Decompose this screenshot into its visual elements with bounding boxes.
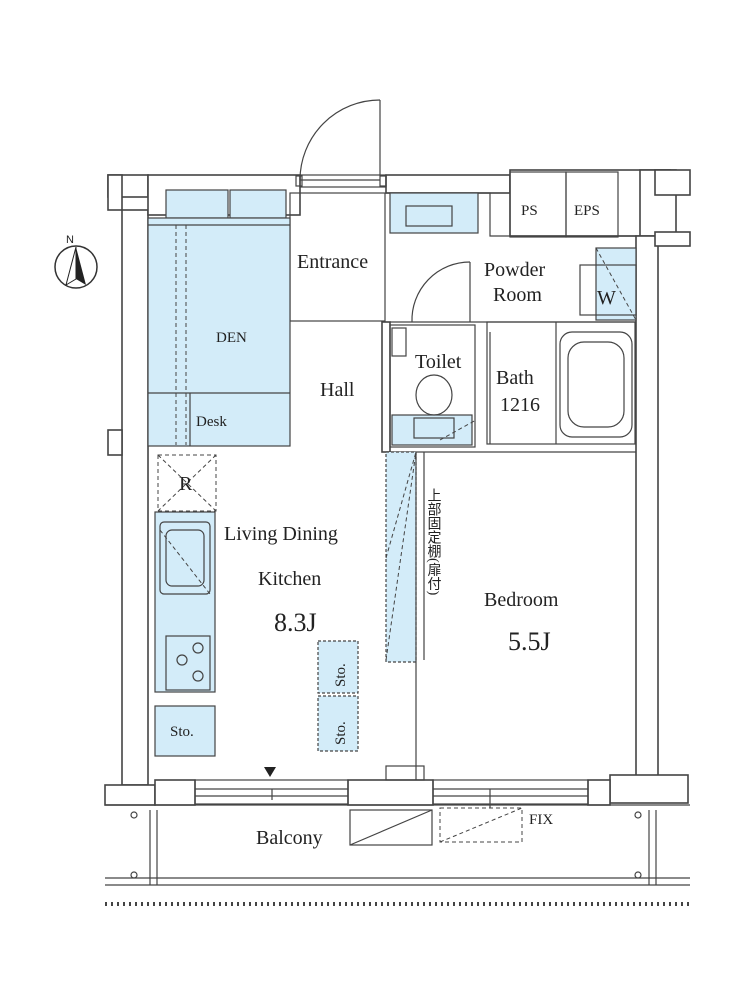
kitchen-counter <box>154 454 217 757</box>
bath-label: Bath <box>496 367 534 389</box>
balcony-label: Balcony <box>256 827 323 849</box>
hall-label: Hall <box>320 379 355 401</box>
den-area <box>147 189 291 447</box>
compass-north-label: N <box>66 234 74 246</box>
hall-partition <box>381 321 391 453</box>
ldk-label-2: Kitchen <box>258 568 321 590</box>
powder-room-door <box>411 261 471 323</box>
eps-label: EPS <box>574 203 600 219</box>
powder-room-label-1: Powder <box>484 259 545 281</box>
center-storage <box>317 640 359 752</box>
ldk-size-label: 8.3J <box>274 608 317 637</box>
washer-space <box>579 247 637 321</box>
ps-label: PS <box>521 203 538 219</box>
fix-label: FIX <box>529 812 553 828</box>
shoe-cabinet <box>389 192 479 234</box>
bedroom-size-label: 5.5J <box>508 627 551 656</box>
entry-marker-icon <box>264 767 276 777</box>
desk-label: Desk <box>196 414 227 430</box>
bedroom-closet <box>385 451 425 781</box>
powder-room-label-2: Room <box>493 284 542 306</box>
entrance-label: Entrance <box>297 251 368 273</box>
washer-label: W <box>597 287 616 309</box>
balcony <box>105 804 690 886</box>
toilet-room <box>389 324 477 448</box>
storage-label-vertical-2: Sto. <box>333 721 349 745</box>
compass-icon <box>54 245 98 289</box>
den-label: DEN <box>216 330 247 346</box>
toilet-label: Toilet <box>415 351 462 373</box>
storage-label-vertical-1: Sto. <box>333 663 349 687</box>
refrigerator-label: R <box>179 473 193 495</box>
bedroom-label: Bedroom <box>484 589 559 611</box>
balcony-windows <box>194 767 589 808</box>
bath-room <box>486 321 636 445</box>
bath-size-label: 1216 <box>500 394 540 416</box>
entrance-door <box>295 99 387 188</box>
upper-shelf-note: 上部固定棚(扉付) <box>426 488 442 596</box>
kitchen-storage-label: Sto. <box>170 724 194 740</box>
ldk-label-1: Living Dining <box>224 523 338 545</box>
